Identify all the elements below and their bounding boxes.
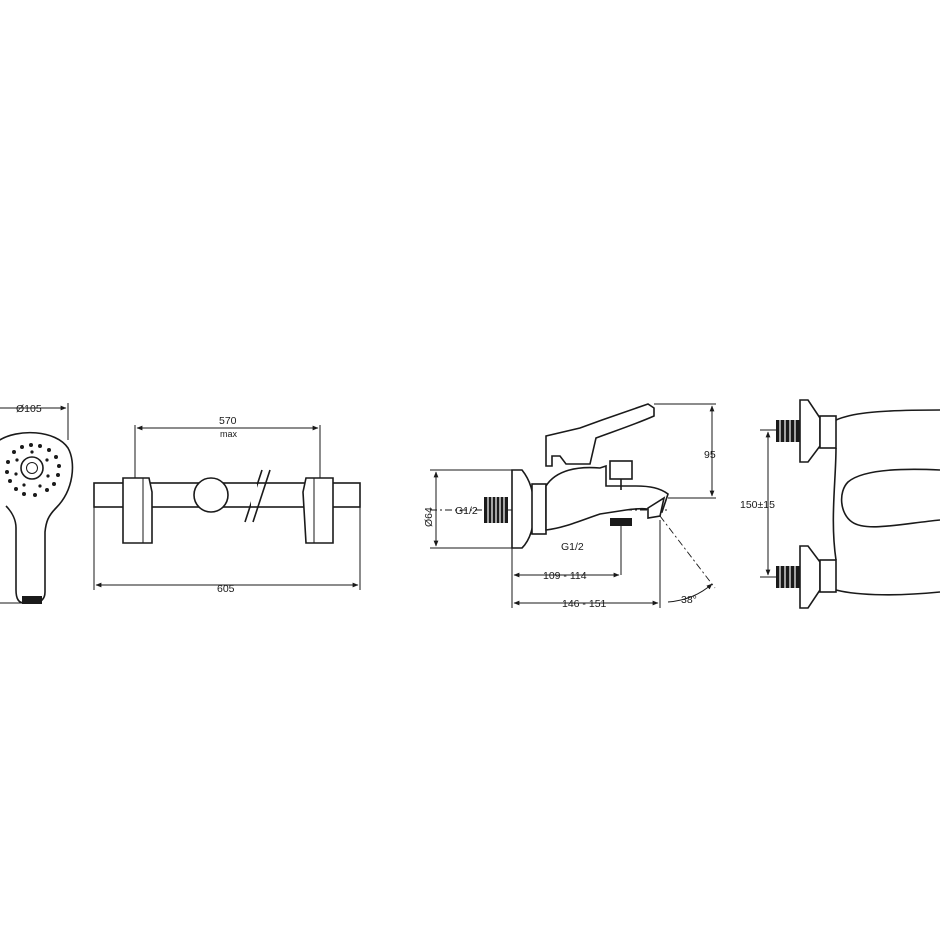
mixer-height-label: 95 bbox=[704, 449, 716, 461]
mixer-inlet-spacing-label: 150±15 bbox=[740, 499, 775, 511]
mixer-outlet-thread-label: G1/2 bbox=[561, 541, 584, 553]
slide-bar-spacing-sub-label: max bbox=[220, 429, 238, 439]
slide-bar-length-label: 605 bbox=[217, 583, 235, 595]
hand-shower-view: Ø105 bbox=[0, 403, 74, 604]
slide-bar-spacing-label: 570 bbox=[219, 415, 237, 427]
mixer-inlet-thread-label: G1/2 bbox=[455, 505, 478, 517]
mixer-outlet-reach-label: 109 - 114 bbox=[543, 570, 587, 582]
bath-mixer-side-view: Ø64 G1/2 95 G1/2 109 - 114 146 - 151 38° bbox=[423, 403, 716, 610]
mixer-spout-angle-label: 38° bbox=[681, 594, 697, 606]
slide-bar-view: 570 max 605 bbox=[93, 415, 361, 595]
mixer-spout-reach-label: 146 - 151 bbox=[562, 598, 607, 610]
bath-mixer-front-view: 150±15 bbox=[740, 399, 940, 609]
spray-nozzles bbox=[5, 443, 61, 497]
mixer-flange-diameter-label: Ø64 bbox=[423, 507, 435, 527]
hand-shower-diameter-label: Ø105 bbox=[16, 403, 42, 415]
